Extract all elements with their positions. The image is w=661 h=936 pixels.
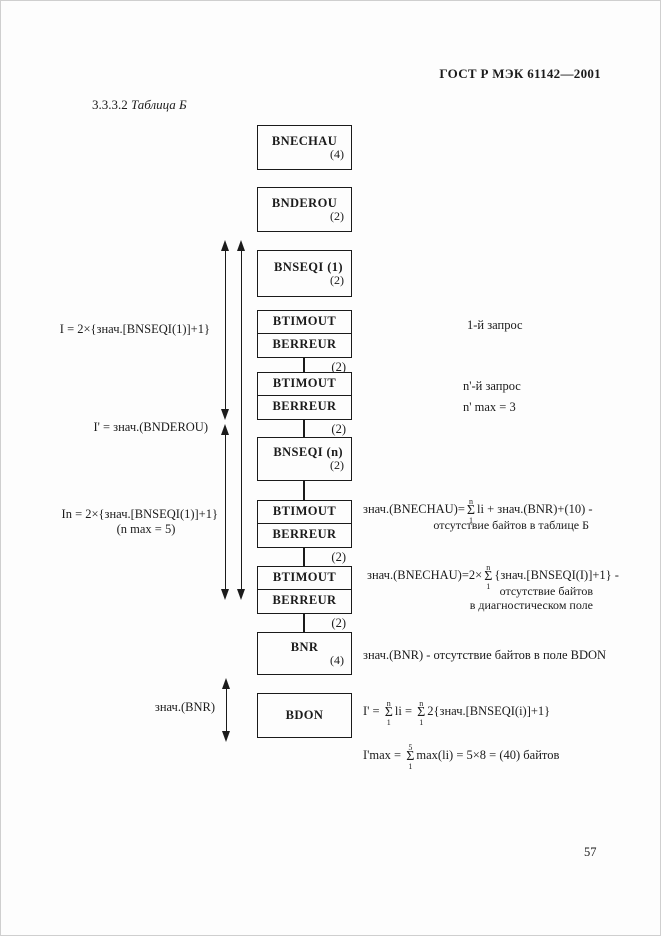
label-nth-request: n'-й запрос — [463, 379, 521, 393]
connector-bytes: (2) — [331, 360, 346, 374]
box-bnr-label: BNR — [290, 639, 319, 654]
box-bnseqi-1: BNSEQI (1) (2) — [257, 250, 352, 297]
box-pair1-berreur: BERREUR — [272, 336, 337, 351]
label-first-request: 1-й запрос — [467, 318, 523, 332]
box-pair4-btimout-berreur: BTIMOUT BERREUR — [257, 566, 352, 614]
box-bnseqi-n-bytes: (2) — [330, 458, 344, 472]
label-length-i-prime: I' = знач.(BNDEROU) — [93, 420, 208, 434]
page-header: ГОСТ Р МЭК 61142—2001 — [439, 66, 601, 81]
box-pair2-btimout-berreur: BTIMOUT BERREUR — [257, 372, 352, 420]
arrow-line — [224, 428, 227, 596]
box-pair1-btimout: BTIMOUT — [258, 311, 351, 334]
formula-note: отсутствие байтов в таблице Б — [433, 518, 589, 532]
box-bdon-label: BDON — [285, 708, 324, 722]
box-pair3-btimout-berreur: BTIMOUT BERREUR — [257, 500, 352, 548]
arrow-span-in-icon — [221, 424, 230, 600]
arrow-span-bnr-icon — [222, 678, 231, 742]
formula-note: отсутствие байтов — [499, 584, 593, 598]
box-bnseqi-1-label: BNSEQI (1) — [274, 259, 343, 274]
connector-line — [303, 614, 305, 632]
box-bnseqi-n: BNSEQI (n) (2) — [257, 437, 352, 481]
arrowhead-down-icon — [222, 731, 230, 742]
box-bnderou-bytes: (2) — [330, 208, 344, 223]
box-bnseqi-1-bytes: (2) — [330, 272, 344, 287]
section-heading: 3.3.3.2 Таблица Б — [92, 97, 187, 113]
arrow-span-i-prime-icon — [237, 240, 246, 600]
arrow-span-i-icon — [221, 240, 230, 420]
label-znach-bnr: знач.(BNR) — [154, 700, 215, 714]
connector-line — [303, 481, 305, 500]
arrow-line — [224, 244, 227, 416]
box-bnechau: BNECHAU (4) — [257, 125, 352, 170]
arrow-line — [225, 682, 228, 738]
box-bnechau-bytes: (4) — [330, 146, 344, 161]
connector-line — [303, 358, 305, 372]
connector-line — [303, 420, 305, 437]
connector-line — [303, 548, 305, 566]
connector-bytes: (2) — [331, 550, 346, 564]
box-pair3-btimout: BTIMOUT — [258, 501, 351, 524]
box-pair4-btimout: BTIMOUT — [258, 567, 351, 590]
formula-bnr-meaning: знач.(BNR) - отсутствие байтов в поле BD… — [363, 648, 607, 662]
arrowhead-down-icon — [221, 409, 229, 420]
section-title: Таблица Б — [131, 97, 187, 112]
box-pair3-berreur: BERREUR — [272, 526, 337, 541]
section-number: 3.3.3.2 — [92, 97, 128, 112]
box-pair1-btimout-berreur: BTIMOUT BERREUR — [257, 310, 352, 358]
box-bnderou: BNDEROU (2) — [257, 187, 352, 232]
connector-bytes: (2) — [331, 616, 346, 630]
box-pair2-berreur: BERREUR — [272, 398, 337, 413]
label-length-in: In = 2×{знач.[BNSEQI(1)]+1} — [61, 507, 218, 521]
formula-note: в диагностическом поле — [469, 598, 593, 612]
box-bnseqi-n-label: BNSEQI (n) — [273, 445, 343, 459]
label-n-prime-max: n' max = 3 — [463, 400, 516, 414]
box-pair2-btimout: BTIMOUT — [258, 373, 351, 396]
box-bdon: BDON — [257, 693, 352, 738]
box-bnderou-label: BNDEROU — [271, 195, 338, 210]
page-number: 57 — [584, 845, 597, 859]
arrowhead-down-icon — [237, 589, 245, 600]
box-bnr: BNR (4) — [257, 632, 352, 675]
box-bnr-bytes: (4) — [330, 652, 344, 667]
label-n-max: (n max = 5) — [116, 522, 176, 536]
box-bnechau-label: BNECHAU — [271, 133, 338, 148]
arrowhead-down-icon — [221, 589, 229, 600]
connector-bytes: (2) — [331, 422, 346, 436]
arrow-line — [240, 244, 243, 596]
label-length-i: I = 2×{знач.[BNSEQI(1)]+1} — [59, 322, 210, 336]
box-pair4-berreur: BERREUR — [272, 592, 337, 607]
